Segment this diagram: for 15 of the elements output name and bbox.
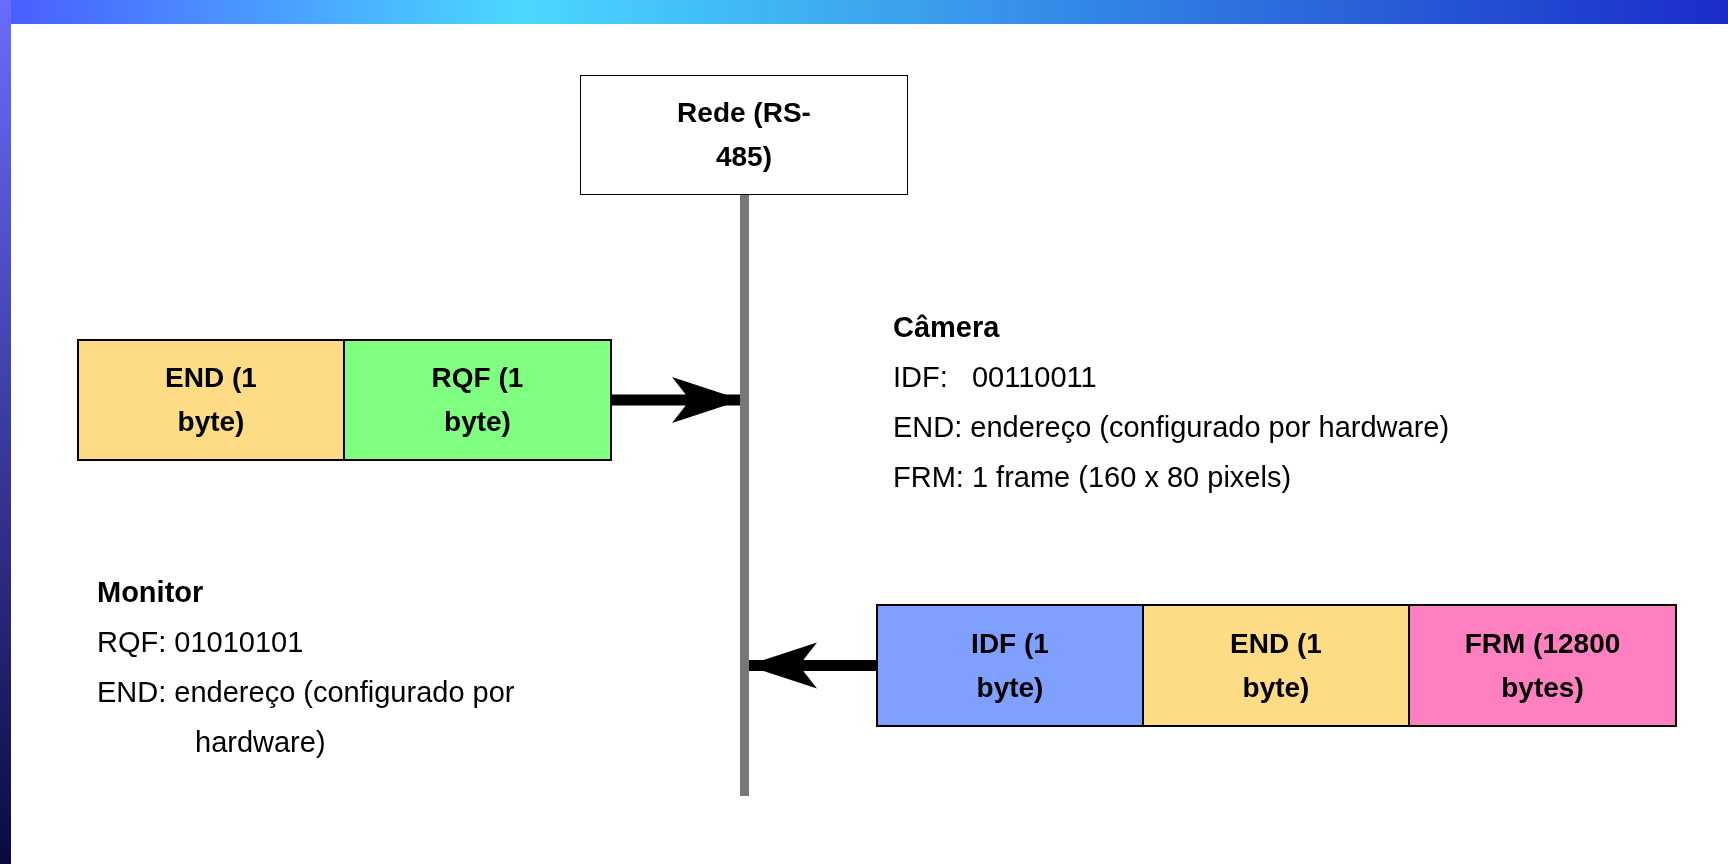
packet-field: END (1 byte) [1142,604,1410,727]
field-description: RQF: 01010101 [97,625,304,660]
packet-field: RQF (1 byte) [343,339,612,461]
packet-field: END (1 byte) [77,339,345,461]
field-description: END: endereço (configurado por hardware) [97,675,516,760]
packet-field: IDF (1 byte) [876,604,1144,727]
field-description: IDF: 00110011 [893,360,1097,395]
network-box: Rede (RS-485) [580,75,908,195]
packet-field: FRM (12800 bytes) [1408,604,1677,727]
field-description: FRM: 1 frame (160 x 80 pixels) [893,460,1292,495]
arrow [612,377,742,423]
arrow [747,642,876,689]
field-description: END: endereço (configurado por hardware) [893,410,1450,445]
device-title: Monitor [97,575,204,610]
device-title: Câmera [893,310,1000,345]
